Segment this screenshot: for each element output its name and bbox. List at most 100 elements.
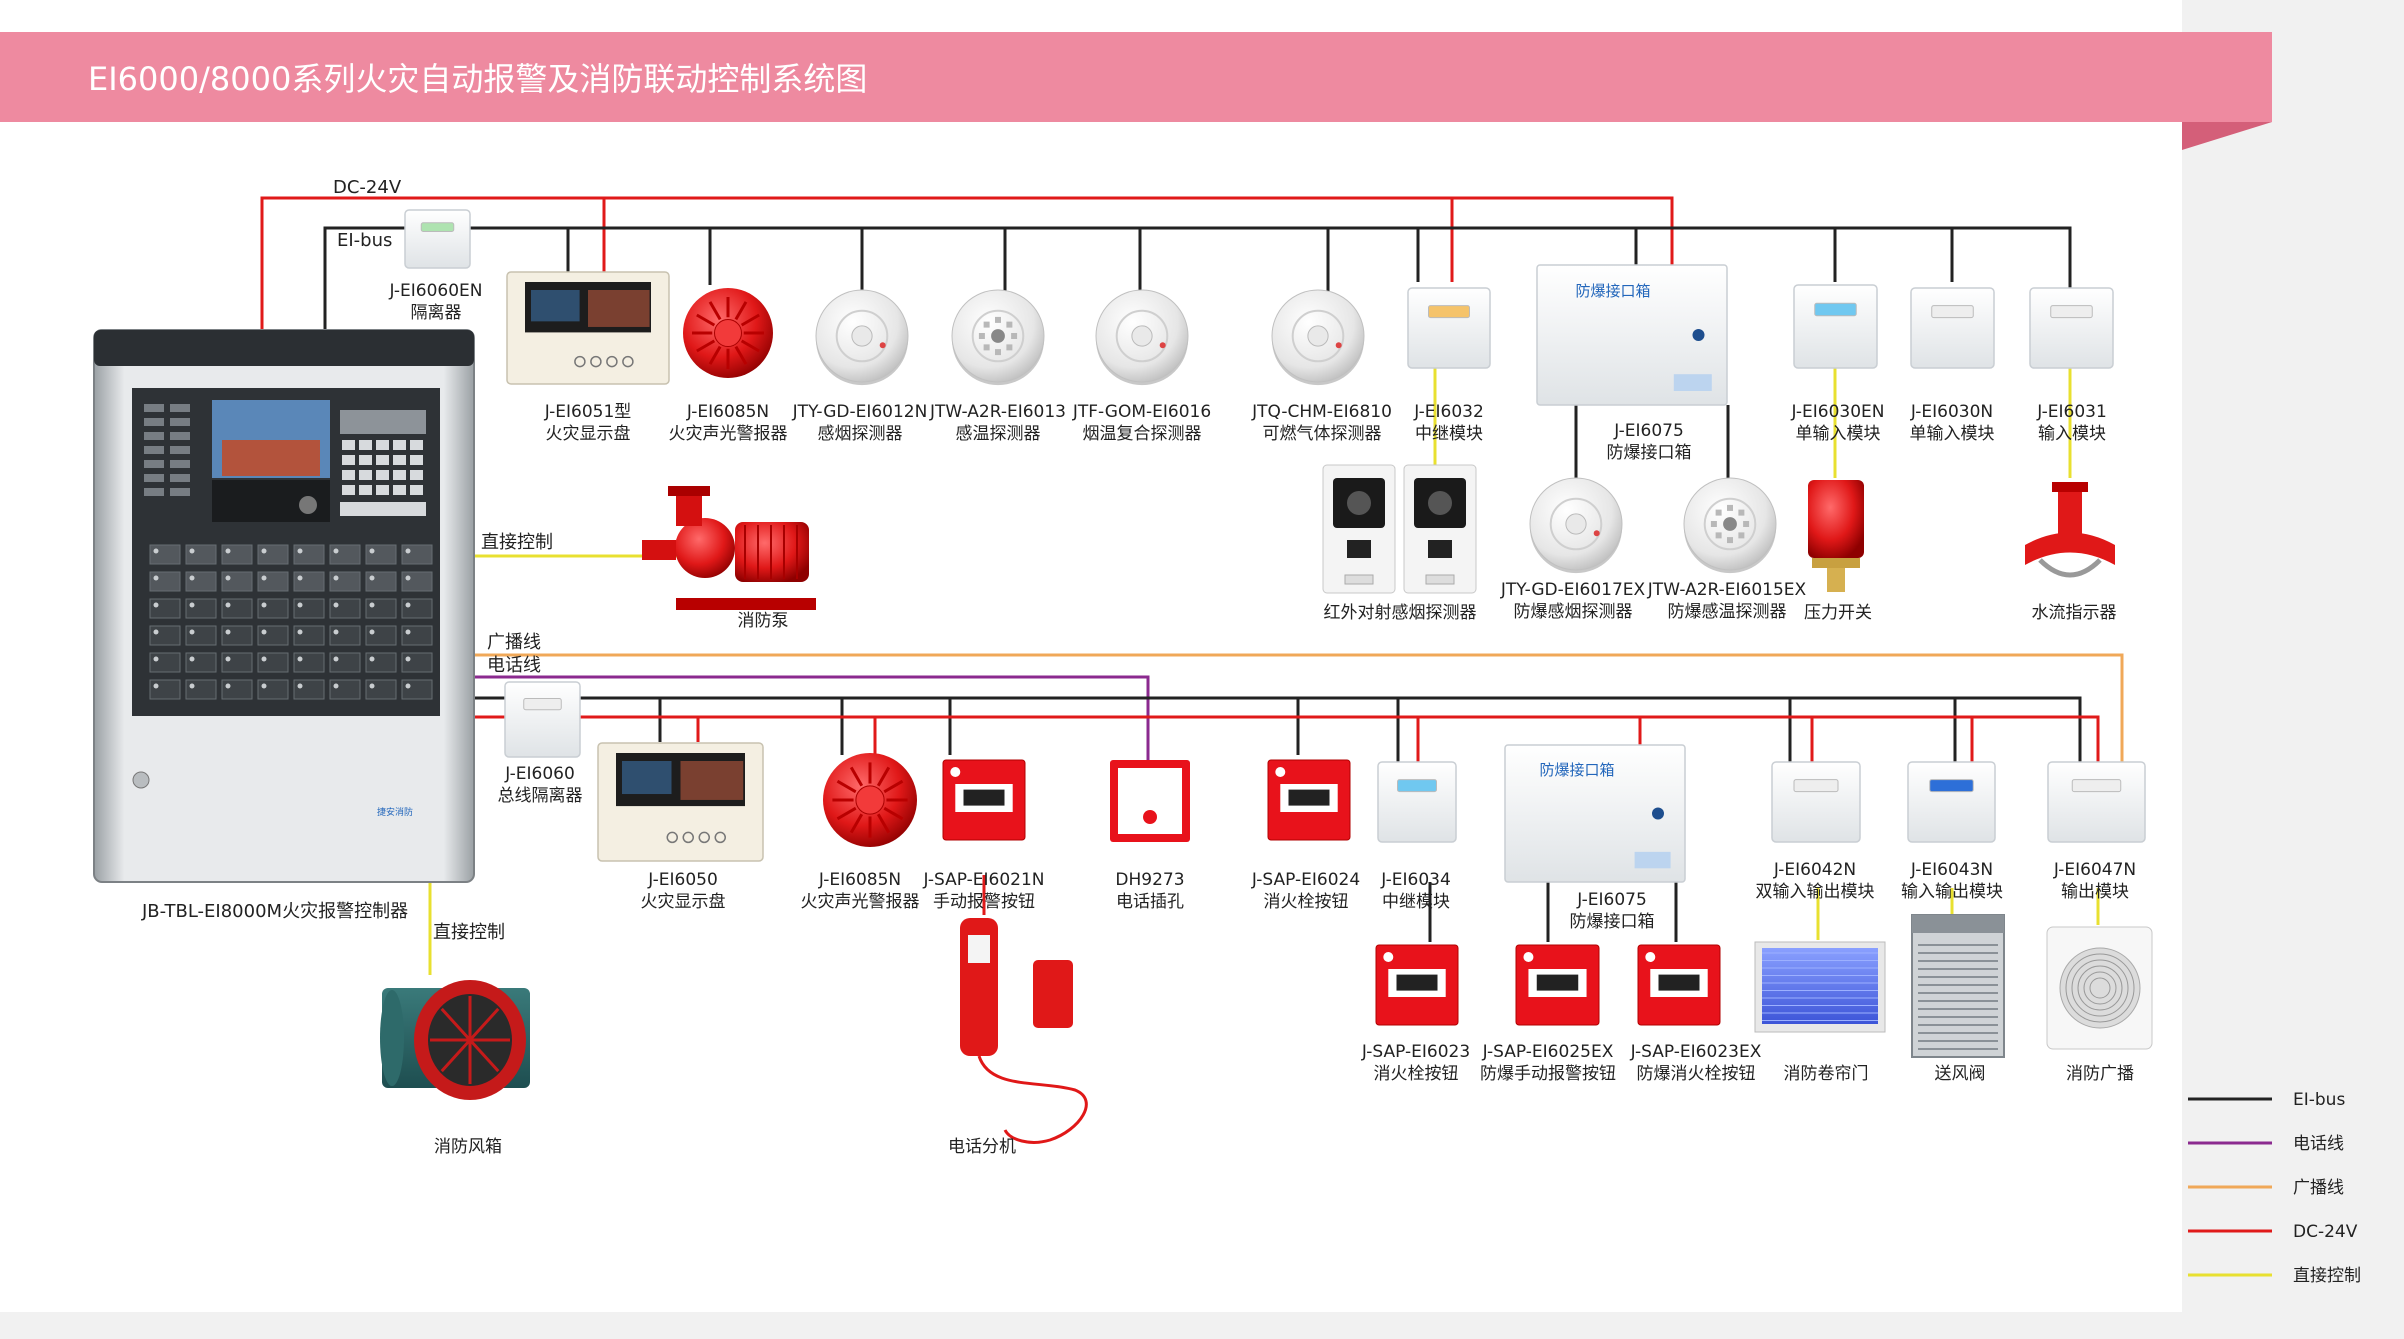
input-ei6030n-model: J-EI6030N <box>1910 402 1993 422</box>
pressure-switch-icon <box>1808 480 1864 592</box>
io-model: J-EI6043N <box>1910 860 1993 880</box>
input-ei6030en-model: J-EI6030EN <box>1790 402 1884 422</box>
label-dc24v: DC-24V <box>333 177 402 198</box>
phone-ext-name: 电话分机 <box>948 1137 1016 1157</box>
explosion-proof-box-icon: 防爆接口箱 <box>1536 264 1728 406</box>
relay-module-icon <box>1407 287 1491 369</box>
explosion-proof-box-icon: 防爆接口箱 <box>1504 744 1686 883</box>
ex-box-top-name: 防爆接口箱 <box>1607 443 1692 463</box>
smoke-detector-icon <box>815 289 909 386</box>
relay-top-model: J-EI6032 <box>1413 402 1484 422</box>
legend-label: 直接控制 <box>2293 1266 2361 1286</box>
heat-detector-icon <box>951 289 1045 386</box>
eibus-bottom-line <box>580 696 2082 762</box>
combo-top-model: JTF-GOM-EI6016 <box>1072 402 1211 422</box>
air-damper-icon <box>1911 914 2005 1058</box>
sounder-strobe-icon <box>683 288 773 378</box>
io-module-icon <box>1907 761 1996 843</box>
relay-module-icon <box>1377 761 1457 843</box>
manual-alarm-model: J-SAP-EI6021N <box>922 870 1044 890</box>
isolator-bottom-model: J-EI6060 <box>504 764 575 784</box>
isolator-bottom-name: 总线隔离器 <box>498 786 583 806</box>
telephone-line <box>470 675 1150 762</box>
output-model: J-EI6047N <box>2053 860 2136 880</box>
fire-display-top-model: J-EI6051型 <box>544 402 632 422</box>
manual-alarm-name: 手动报警按钮 <box>933 892 1035 912</box>
io-module-icon <box>1771 761 1861 843</box>
hydrant-button-icon <box>1637 944 1721 1026</box>
relay-bottom-name: 中继模块 <box>1382 892 1450 912</box>
input-module-icon <box>1793 284 1878 369</box>
smoke-top-name: 感烟探测器 <box>818 424 903 444</box>
wire-layer <box>260 196 2124 975</box>
input-ei6030n-name: 单输入模块 <box>1910 424 1995 444</box>
sounder-bottom-name: 火灾声光警报器 <box>801 892 920 912</box>
eibus-bottom-drops <box>658 698 1957 762</box>
label-eibus: EI-bus <box>337 230 392 251</box>
display-panel-icon <box>597 742 764 862</box>
fire-display-bottom-name: 火灾显示盘 <box>641 892 726 912</box>
dc24v-top-line <box>260 196 1674 330</box>
controller-keypad <box>144 404 426 516</box>
hydrant-button-icon <box>1375 944 1459 1026</box>
ex-heat-name: 防爆感温探测器 <box>1668 602 1787 622</box>
output-module-icon <box>2047 761 2146 843</box>
heat-top-model: JTW-A2R-EI6013 <box>929 402 1066 422</box>
heat-top-name: 感温探测器 <box>956 424 1041 444</box>
beam-detector-icon <box>1322 464 1477 594</box>
shutter-name: 消防卷帘门 <box>1784 1064 1869 1084</box>
isolator-top-name: 隔离器 <box>411 303 462 323</box>
isolator-icon <box>504 681 581 758</box>
smoke-top-model: JTY-GD-EI6012N <box>792 402 928 422</box>
speaker-icon <box>2046 926 2153 1050</box>
dc24v-bottom-drops <box>696 717 1974 762</box>
dual-io-name: 双输入输出模块 <box>1756 882 1875 902</box>
label-direct-control-top: 直接控制 <box>481 532 553 553</box>
phone-jack-name: 电话插孔 <box>1116 892 1184 912</box>
explosion-box-label: 防爆接口箱 <box>1539 761 1614 779</box>
sounder-bottom-model: J-EI6085N <box>818 870 901 890</box>
ex-hydrant-6023-model: J-SAP-EI6023 <box>1361 1042 1470 1062</box>
fire-shutter-icon <box>1754 941 1886 1033</box>
controller-module-rows <box>149 544 433 700</box>
isolator-top-model: J-EI6060EN <box>388 281 482 301</box>
input-module-icon <box>1910 287 1995 369</box>
output-name: 输出模块 <box>2061 882 2129 902</box>
eibus-top-to-isolator <box>323 226 410 330</box>
water-flow-indicator-icon <box>2025 482 2115 578</box>
smoke-detector-icon <box>1529 477 1623 574</box>
relay-bottom-model: J-EI6034 <box>1380 870 1451 890</box>
legend-label: EI-bus <box>2293 1090 2345 1110</box>
header-banner <box>0 32 2272 122</box>
gas-top-name: 可燃气体探测器 <box>1263 424 1382 444</box>
fire-display-bottom-model: J-EI6050 <box>647 870 718 890</box>
fire-display-top-name: 火灾显示盘 <box>546 424 631 444</box>
undefined-name: 消防泵 <box>738 611 789 631</box>
gas-detector-icon <box>1271 289 1365 386</box>
broadcast-line <box>470 653 2124 762</box>
heat-detector-icon <box>1683 477 1777 574</box>
fire-fan-icon <box>380 980 530 1100</box>
legend-label: 电话线 <box>2293 1134 2344 1154</box>
fire-pump-icon <box>642 486 816 610</box>
controller-model-label: JB-TBL-EI8000M火灾报警控制器 <box>141 901 408 922</box>
pressure-name: 压力开关 <box>1804 603 1872 623</box>
combo-detector-icon <box>1095 289 1189 386</box>
ex-manual-model: J-SAP-EI6025EX <box>1482 1042 1614 1062</box>
ex-hydrant-name: 防爆消火栓按钮 <box>1637 1064 1756 1084</box>
input-ei6030en-name: 单输入模块 <box>1796 424 1881 444</box>
label-direct-control-bottom: 直接控制 <box>433 922 505 943</box>
display-panel-icon <box>506 271 670 385</box>
ex-box-bottom-name: 防爆接口箱 <box>1570 912 1655 932</box>
beam-name: 红外对射感烟探测器 <box>1324 603 1477 623</box>
hydrant-button-model: J-SAP-EI6024 <box>1251 870 1360 890</box>
sounder-top-model: J-EI6085N <box>686 402 769 422</box>
hydrant-button-name: 消火栓按钮 <box>1264 892 1349 912</box>
combo-top-name: 烟温复合探测器 <box>1083 424 1202 444</box>
ex-heat-model: JTW-A2R-EI6015EX <box>1647 580 1807 600</box>
isolator-icon <box>404 209 471 269</box>
